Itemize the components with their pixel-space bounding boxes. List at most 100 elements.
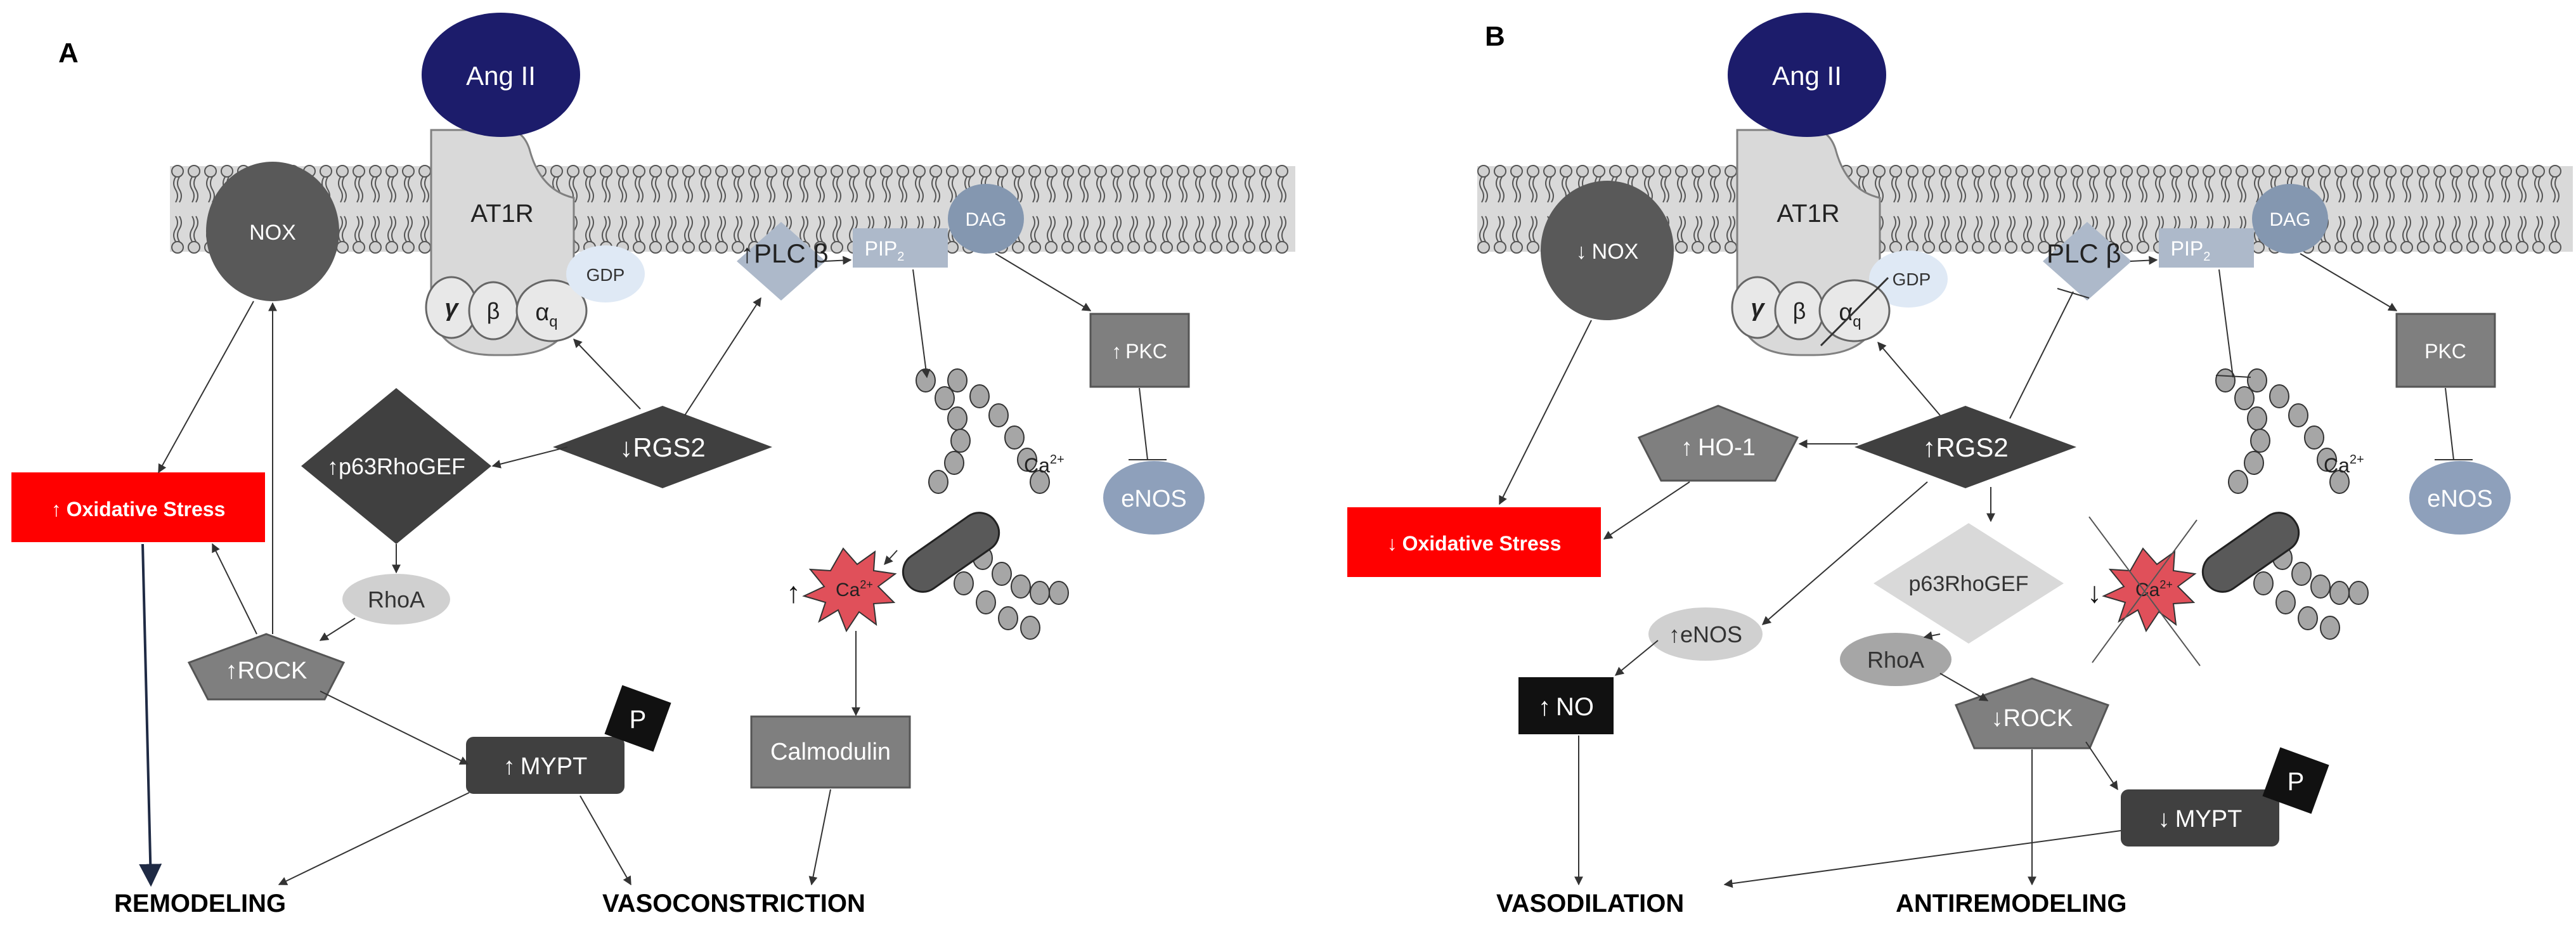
at1r-label-b: AT1R [1777, 200, 1839, 228]
panel-a: A Ang II AT1R NOX γ β αq GDP ↑PLC β PIP2 [11, 13, 1295, 918]
p63rhogef-a [301, 388, 491, 544]
membrane-a [170, 165, 1295, 254]
rock-label-a: ↑ROCK [226, 658, 307, 684]
gdp-label-a: GDP [586, 265, 625, 285]
ang-ii-label-b: Ang II [1772, 61, 1842, 91]
gdp-b [1869, 250, 1948, 308]
rock-b [1954, 677, 2110, 749]
rgs2-b [1854, 406, 2076, 488]
pip2-b [2159, 228, 2254, 268]
calcium-blocked-lines-b [2088, 516, 2201, 666]
mypt-b [2121, 789, 2279, 846]
enos-label-a: eNOS [1121, 486, 1186, 512]
oxidative-stress-b [1347, 507, 1601, 577]
mypt-a [466, 737, 625, 794]
calcium-label-a: Ca2+ [836, 578, 873, 600]
plc-beta-b [2043, 222, 2132, 301]
g-gamma-label-b: γ [1751, 295, 1765, 321]
calcium-up-a: ↑ [786, 576, 801, 609]
g-alpha-label-b: αq [1839, 299, 1861, 330]
calcium-label-b: Ca2+ [2135, 578, 2173, 600]
ang-ii-ligand-b [1728, 13, 1886, 137]
arrows-a [139, 253, 1167, 887]
phospho-b [2262, 747, 2329, 814]
plc-label-a: ↑PLC β [741, 238, 829, 268]
plc-label-b: PLC β [2047, 238, 2121, 268]
rhoa-b [1840, 633, 1951, 686]
nox-label-b: ↓NOX [1576, 240, 1639, 264]
ho1-b [1637, 405, 1799, 482]
pkc-b [2395, 313, 2496, 388]
rock-label-b: ↓ROCK [1991, 705, 2073, 732]
no-label-b: ↑NO [1538, 693, 1594, 721]
mypt-label-b: ↓MYPT [2158, 806, 2243, 833]
ang-ii-label-a: Ang II [466, 61, 536, 91]
no-b [1518, 677, 1614, 734]
g-beta-label-a: β [487, 298, 500, 324]
enos-a [1103, 461, 1205, 535]
nox-b [1541, 181, 1674, 320]
calcium-channel-b [2201, 368, 2369, 640]
rhoa-label-b: RhoA [1867, 647, 1924, 673]
outcome-vasodilation: VASODILATION [1496, 890, 1684, 918]
outcome-vasoconstriction: VASOCONSTRICTION [602, 890, 865, 918]
calmodulin-label-a: Calmodulin [770, 739, 891, 765]
mypt-label-a: ↑MYPT [503, 753, 588, 780]
p63rhogef-label-b: p63RhoGEF [1909, 572, 2029, 596]
rhoa-label-a: RhoA [368, 587, 425, 613]
p63rhogef-label-a: ↑p63RhoGEF [327, 453, 465, 479]
phospho-a [604, 685, 671, 752]
calcium-burst-b [2102, 547, 2197, 633]
g-alpha-a [515, 279, 588, 342]
g-gamma-label-a: γ [444, 295, 459, 321]
p63rhogef-b [1874, 523, 2064, 644]
calcium-channel-a [902, 368, 1069, 640]
oxidative-stress-label-b: ↓Oxidative Stress [1387, 532, 1562, 555]
panel-b: B Ang II AT1R ↓NOX γ β GDP αq PLC β PIP2… [1347, 13, 2573, 918]
nox-a [206, 162, 339, 301]
pip2-a [853, 228, 948, 268]
panel-a-label: A [58, 37, 79, 68]
gdp-a [566, 245, 645, 302]
calmodulin-a [750, 715, 911, 789]
ho1-label-b: ↑HO-1 [1681, 434, 1756, 461]
g-alpha-label-a: αq [535, 299, 557, 330]
plc-beta-a [737, 222, 825, 301]
rock-a [187, 633, 346, 701]
rgs2-a [553, 406, 772, 488]
rgs2-label-b: ↑RGS2 [1922, 432, 2008, 462]
pkc-a [1089, 313, 1190, 388]
enos-b [1648, 607, 1763, 661]
nox-label-a: NOX [249, 221, 296, 245]
enos-membrane-b [2409, 461, 2511, 535]
at1r-label-a: AT1R [470, 200, 533, 228]
arrows-b [1499, 253, 2473, 888]
phospho-label-b: P [2288, 768, 2305, 796]
enos-label-b: ↑eNOS [1669, 621, 1742, 647]
oxidative-stress-a [11, 472, 265, 542]
pip2-label-a: PIP2 [865, 237, 905, 264]
enos-membrane-label-b: eNOS [2427, 486, 2492, 512]
gdp-label-b: GDP [1893, 269, 1931, 289]
pkc-label-a: ↑PKC [1111, 340, 1167, 363]
g-beta-label-b: β [1793, 298, 1806, 324]
calcium-channel-ion-label-b: Ca2+ [2324, 453, 2364, 477]
rgs2-label-a: ↓RGS2 [619, 432, 705, 462]
dag-label-a: DAG [965, 209, 1006, 230]
g-alpha-inhibited-cross-b [1820, 276, 1889, 347]
phospho-label-a: P [630, 706, 647, 734]
dag-b [2252, 184, 2328, 254]
pkc-label-b: PKC [2424, 340, 2466, 363]
dag-a [948, 184, 1024, 254]
outcome-antiremodeling: ANTIREMODELING [1896, 890, 2126, 918]
rhoa-a [342, 574, 450, 625]
oxidative-stress-label-a: ↑Oxidative Stress [51, 498, 226, 521]
outcome-remodeling: REMODELING [114, 890, 286, 918]
pip2-label-b: PIP2 [2171, 237, 2211, 264]
calcium-burst-a [802, 547, 897, 633]
panel-b-label: B [1485, 21, 1505, 52]
calcium-down-b: ↓ [2087, 576, 2102, 609]
dag-label-b: DAG [2269, 209, 2310, 230]
calcium-channel-ion-label-a: Ca2+ [1024, 453, 1065, 477]
